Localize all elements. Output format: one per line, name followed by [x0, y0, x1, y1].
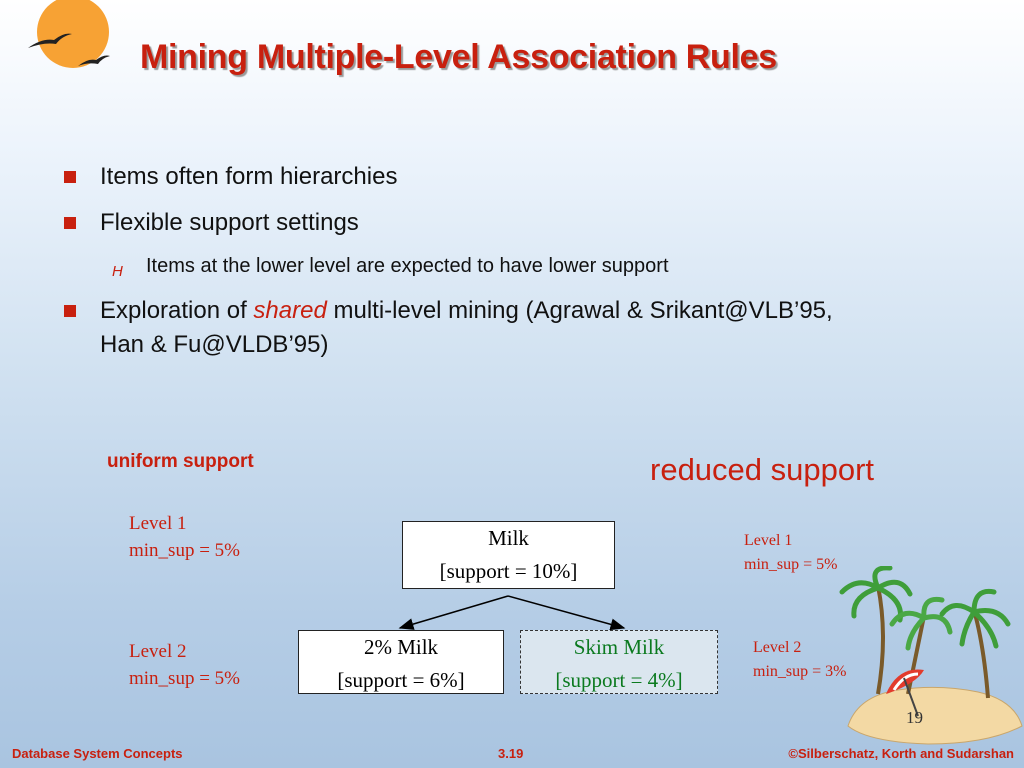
- hourglass-bullet-icon: H: [112, 263, 123, 280]
- slide-title: Mining Multiple-Level Association Rules: [140, 38, 777, 76]
- node-skim-milk: Skim Milk [support = 4%]: [520, 630, 718, 694]
- right-level2: Level 2 min_sup = 3%: [753, 639, 847, 680]
- uniform-support-label: uniform support: [107, 451, 254, 472]
- sun-birds-logo: [28, 0, 110, 68]
- left-level2: Level 2 min_sup = 5%: [129, 641, 240, 689]
- footer-right: ©Silberschatz, Korth and Sudarshan: [788, 746, 1014, 761]
- exploration-prefix: Exploration of: [100, 297, 254, 324]
- exploration-line2: Han & Fu@VLDB’95): [100, 331, 329, 358]
- edge-milk-skim: [507, 595, 626, 631]
- right-level1: Level 1 min_sup = 5%: [744, 532, 838, 573]
- bullet-square-icon: [64, 217, 76, 229]
- bullet-square-icon: [64, 171, 76, 183]
- bullet-flexible-support: Flexible support settings: [64, 206, 994, 240]
- bullet-square-icon: [64, 305, 76, 317]
- shared-emphasis: shared: [253, 297, 327, 324]
- bullet-exploration: Exploration of shared multi-level mining…: [64, 294, 994, 362]
- footer-left: Database System Concepts: [12, 746, 183, 761]
- palm-island-illustration: [839, 566, 1023, 745]
- page-number: 19: [906, 708, 923, 727]
- exploration-rest: multi-level mining (Agrawal & Srikant@VL…: [326, 297, 833, 324]
- bullet-hierarchies: Items often form hierarchies: [64, 160, 994, 194]
- node-milk: Milk [support = 10%]: [402, 521, 615, 589]
- footer-center: 3.19: [498, 746, 524, 761]
- reduced-support-label: reduced support: [650, 452, 875, 487]
- node-2pct-milk: 2% Milk [support = 6%]: [298, 630, 504, 694]
- edge-milk-2pct: [398, 595, 509, 630]
- sub-bullet-lower-level: H Items at the lower level are expected …: [112, 252, 992, 280]
- left-level1: Level 1 min_sup = 5%: [129, 513, 240, 561]
